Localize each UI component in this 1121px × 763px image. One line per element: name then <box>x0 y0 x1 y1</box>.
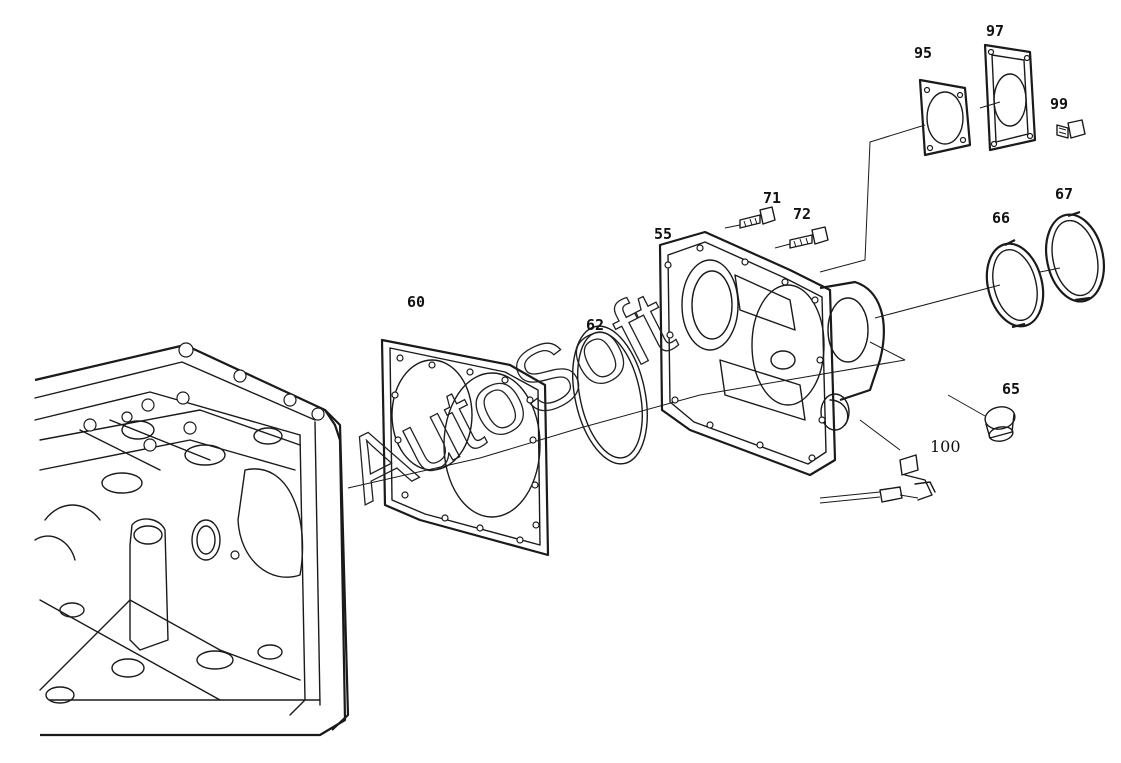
callout-65: 65 <box>1002 380 1020 398</box>
callout-67: 67 <box>1055 185 1073 203</box>
gasket-95 <box>918 78 972 157</box>
callout-60: 60 <box>407 293 425 311</box>
o-ring-62 <box>572 325 648 465</box>
callout-99: 99 <box>1050 95 1068 113</box>
sensor-100 <box>819 454 936 504</box>
bolt-71 <box>739 206 776 229</box>
callout-72: 72 <box>793 205 811 223</box>
callout-labels: 95 97 99 71 72 55 66 67 60 62 65 100 <box>407 22 1073 456</box>
callout-62: 62 <box>586 316 604 334</box>
housing-55-bolt-holes <box>664 244 826 462</box>
seal-ring-67 <box>1045 210 1105 303</box>
cap-65 <box>984 406 1016 442</box>
gearbox-housing <box>34 342 350 737</box>
seal-ring-66 <box>985 239 1045 329</box>
callout-100: 100 <box>930 437 961 456</box>
rear-housing-55 <box>658 230 885 477</box>
cover-plate-97 <box>983 43 1037 152</box>
callout-66: 66 <box>992 209 1010 227</box>
bolt-72 <box>789 226 829 249</box>
gasket-60-bolt-holes <box>391 354 540 544</box>
top-bolt-bosses <box>83 342 325 452</box>
callout-71: 71 <box>763 189 781 207</box>
leader-lines <box>724 101 1061 451</box>
callout-97: 97 <box>986 22 1004 40</box>
callout-55: 55 <box>654 225 672 243</box>
gasket-60 <box>380 338 550 557</box>
watermark-logo: AutoSoft <box>328 272 689 523</box>
bolt-99 <box>1056 119 1086 139</box>
callout-95: 95 <box>914 44 932 62</box>
